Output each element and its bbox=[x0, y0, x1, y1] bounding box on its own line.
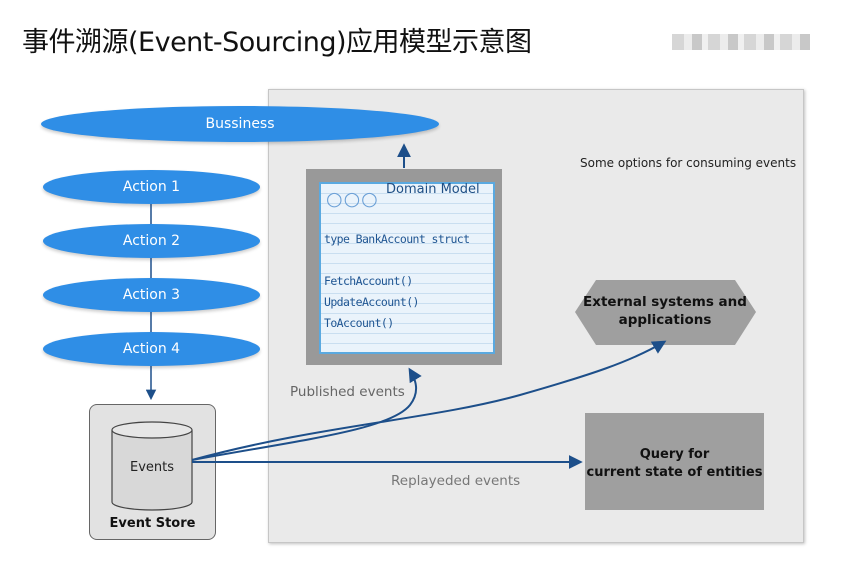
action-4: Action 4 bbox=[43, 332, 260, 366]
domain-model-notepad bbox=[319, 182, 495, 354]
event-store-label: Event Store bbox=[109, 516, 196, 531]
events-database-icon bbox=[111, 421, 193, 511]
external-events-arrow bbox=[191, 340, 667, 461]
replayed-events-label: Replayeded events bbox=[391, 473, 521, 489]
domain-model-method-to: ToAccount() bbox=[324, 316, 394, 330]
business-layer: Bussiness bbox=[41, 106, 439, 142]
notepad-rings-icon: ○○○ bbox=[326, 188, 379, 210]
query-line-1: Query for bbox=[639, 447, 710, 462]
query-line-2: current state of entities bbox=[586, 465, 763, 480]
panel-note: Some options for consuming events bbox=[580, 156, 797, 170]
domain-model-struct: type BankAccount struct bbox=[324, 232, 470, 246]
page-title: 事件溯源(Event-Sourcing)应用模型示意图 bbox=[22, 27, 532, 58]
action-3: Action 3 bbox=[43, 278, 260, 312]
domain-model-method-fetch: FetchAccount() bbox=[324, 274, 413, 288]
external-systems-hexagon bbox=[575, 280, 756, 345]
external-systems-line-1: External systems and bbox=[583, 294, 747, 310]
external-systems-label: External systems and applications bbox=[580, 293, 750, 329]
domain-model-title: Domain Model bbox=[386, 182, 480, 197]
query-box bbox=[585, 413, 764, 510]
published-events-arrow bbox=[191, 367, 422, 461]
blurred-watermark bbox=[672, 34, 810, 50]
action-1: Action 1 bbox=[43, 170, 260, 204]
query-label: Query for current state of entities bbox=[585, 446, 764, 482]
external-systems-line-2: applications bbox=[618, 312, 712, 328]
events-db-label: Events bbox=[129, 460, 174, 475]
published-events-label: Published events bbox=[290, 384, 405, 400]
action-2: Action 2 bbox=[43, 224, 260, 258]
domain-model-method-update: UpdateAccount() bbox=[324, 295, 419, 309]
